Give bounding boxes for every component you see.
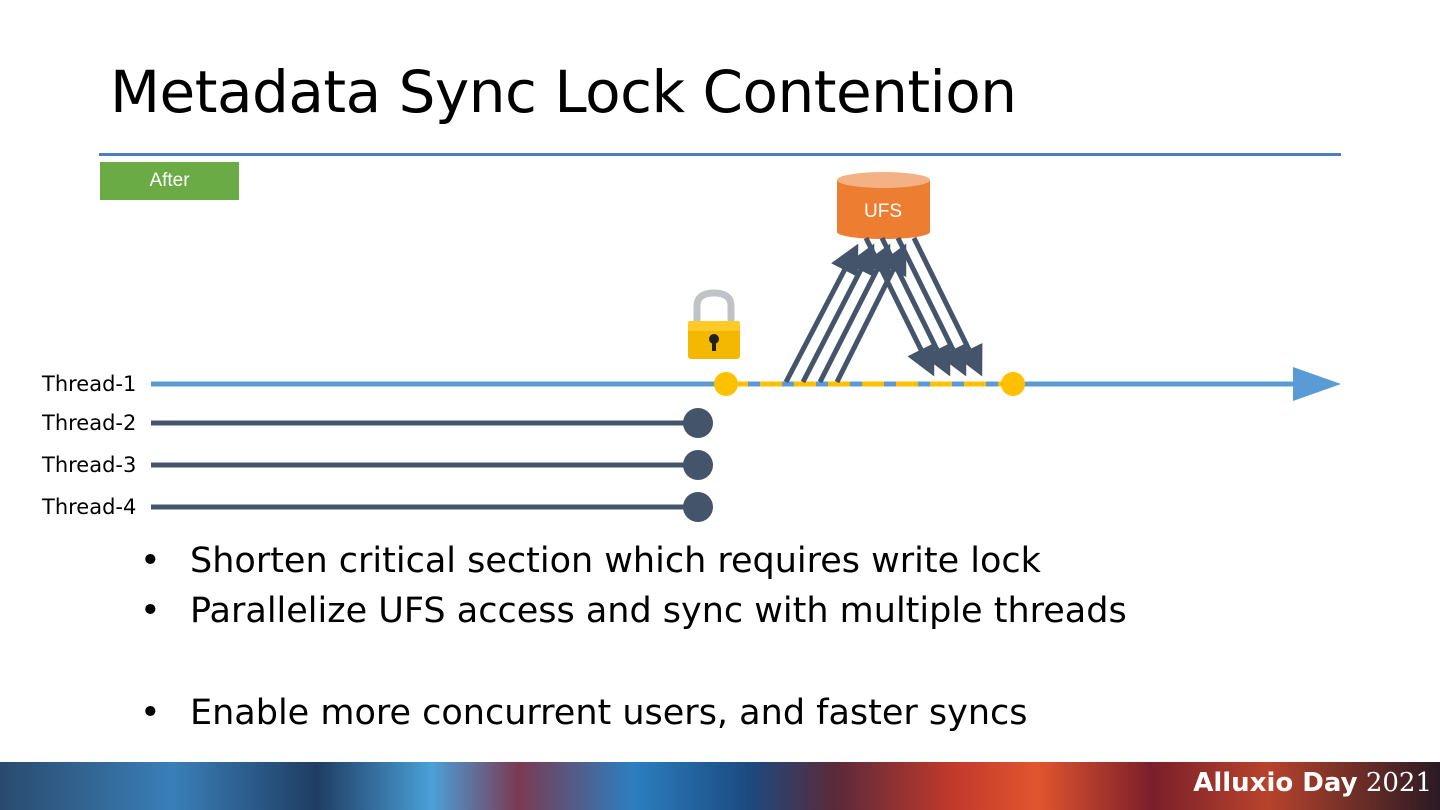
thread-3-label: Thread-3	[42, 453, 137, 477]
bullet-text: Parallelize UFS access and sync with mul…	[190, 591, 1127, 631]
lock-icon	[688, 289, 740, 359]
bullet-dot: •	[140, 591, 161, 631]
ufs-label: UFS	[864, 201, 902, 222]
thread-4-label: Thread-4	[42, 495, 137, 519]
thread-3-blocked-point	[683, 450, 713, 480]
lock-acquire-point	[714, 372, 738, 396]
thread-diagram: UFS	[151, 172, 1341, 522]
bullet-dot: •	[140, 693, 161, 733]
ufs-request-arrows	[783, 243, 907, 384]
footer-brand-name: Alluxio Day	[1193, 768, 1358, 798]
after-badge: After	[100, 162, 239, 200]
bullet-item: • Shorten critical section which requires…	[140, 536, 1127, 586]
title-divider	[99, 153, 1341, 156]
timeline-arrowhead	[1293, 367, 1341, 401]
thread-2-blocked-point	[683, 408, 713, 438]
lock-release-point	[1001, 372, 1025, 396]
bullet-list: • Shorten critical section which requires…	[140, 536, 1127, 738]
ufs-response-arrows	[863, 236, 983, 377]
thread-1-label: Thread-1	[42, 372, 137, 396]
footer-banner: Alluxio Day 2021	[0, 762, 1440, 810]
bullet-text: Enable more concurrent users, and faster…	[190, 693, 1028, 733]
bullet-item: • Parallelize UFS access and sync with mu…	[140, 586, 1127, 636]
bullet-item: • Enable more concurrent users, and faste…	[140, 688, 1127, 738]
bullet-dot: •	[140, 541, 161, 581]
thread-2-label: Thread-2	[42, 411, 137, 435]
slide-title: Metadata Sync Lock Contention	[110, 58, 1017, 126]
footer-brand-year: 2021	[1365, 768, 1432, 798]
footer-brand: Alluxio Day 2021	[1193, 768, 1432, 798]
bullet-text: Shorten critical section which requires …	[190, 541, 1041, 581]
ufs-database-icon	[837, 172, 930, 239]
thread-4-blocked-point	[683, 492, 713, 522]
